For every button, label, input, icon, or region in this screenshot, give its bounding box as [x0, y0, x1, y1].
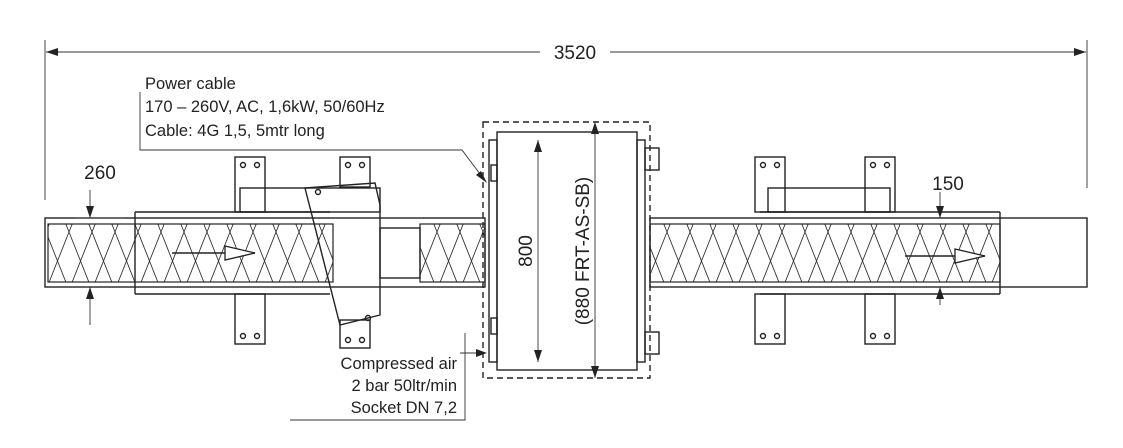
power-title: Power cable — [145, 75, 236, 93]
power-cable-callout: Power cable 170 – 260V, AC, 1,6kW, 50/60… — [139, 75, 487, 183]
height-right-label: 150 — [932, 174, 964, 195]
pusher-carriage — [239, 182, 381, 326]
power-spec: 170 – 260V, AC, 1,6kW, 50/60Hz — [145, 98, 385, 116]
compressed-air-callout: Compressed air 2 bar 50ltr/min Socket DN… — [290, 333, 487, 421]
width-alt-label: (880 FRT-AS-SB) — [573, 177, 594, 326]
air-spec: 2 bar 50ltr/min — [352, 377, 457, 395]
left-conveyor — [44, 211, 486, 295]
overall-length-label: 3520 — [554, 43, 596, 64]
overall-dimension: 3520 — [44, 40, 1088, 200]
belt-height-dimension-left: 260 — [75, 163, 125, 325]
air-title: Compressed air — [341, 355, 458, 373]
air-socket: Socket DN 7,2 — [351, 399, 457, 417]
power-cable: Cable: 4G 1,5, 5mtr long — [145, 122, 325, 140]
right-conveyor — [649, 187, 1088, 295]
width-label: 800 — [516, 235, 537, 267]
belt-height-dimension-right: 150 — [932, 174, 964, 305]
central-unit: 800 (880 FRT-AS-SB) — [482, 121, 660, 379]
height-left-label: 260 — [84, 163, 116, 184]
